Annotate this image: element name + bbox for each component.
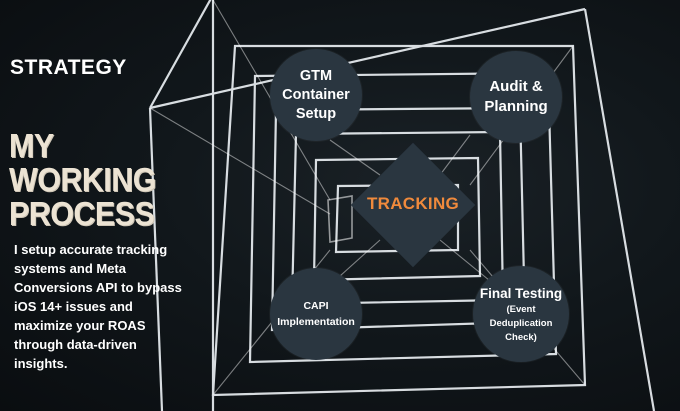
final-sub-1: (Event: [506, 303, 536, 315]
final-sub-3: Check): [505, 331, 537, 343]
page-title: MY WORKING PROCESS: [9, 129, 193, 231]
step-audit-planning: Audit & Planning: [470, 51, 562, 143]
audit-line-1: Audit &: [489, 78, 543, 95]
title-line-1: MY WORKING: [9, 127, 156, 198]
audit-line-2: Planning: [484, 98, 548, 115]
gtm-line-1: GTM: [299, 67, 333, 84]
capi-line-1: CAPI: [303, 300, 329, 312]
tracking-label: TRACKING: [366, 194, 460, 213]
gtm-line-2: Container: [282, 86, 350, 103]
gtm-line-3: Setup: [295, 105, 337, 122]
capi-line-2: Implementation: [277, 316, 355, 328]
title-line-2: PROCESS: [9, 195, 155, 232]
step-capi-implementation: CAPI Implementation: [270, 268, 362, 360]
strategy-label: STRATEGY: [10, 56, 127, 79]
step-final-testing: Final Testing (Event Deduplication Check…: [473, 266, 569, 362]
final-title: Final Testing: [479, 285, 563, 301]
final-sub-2: Deduplication: [489, 317, 553, 329]
description-text: I setup accurate tracking systems and Me…: [14, 242, 182, 371]
step-gtm-container-setup: GTM Container Setup: [270, 49, 362, 141]
